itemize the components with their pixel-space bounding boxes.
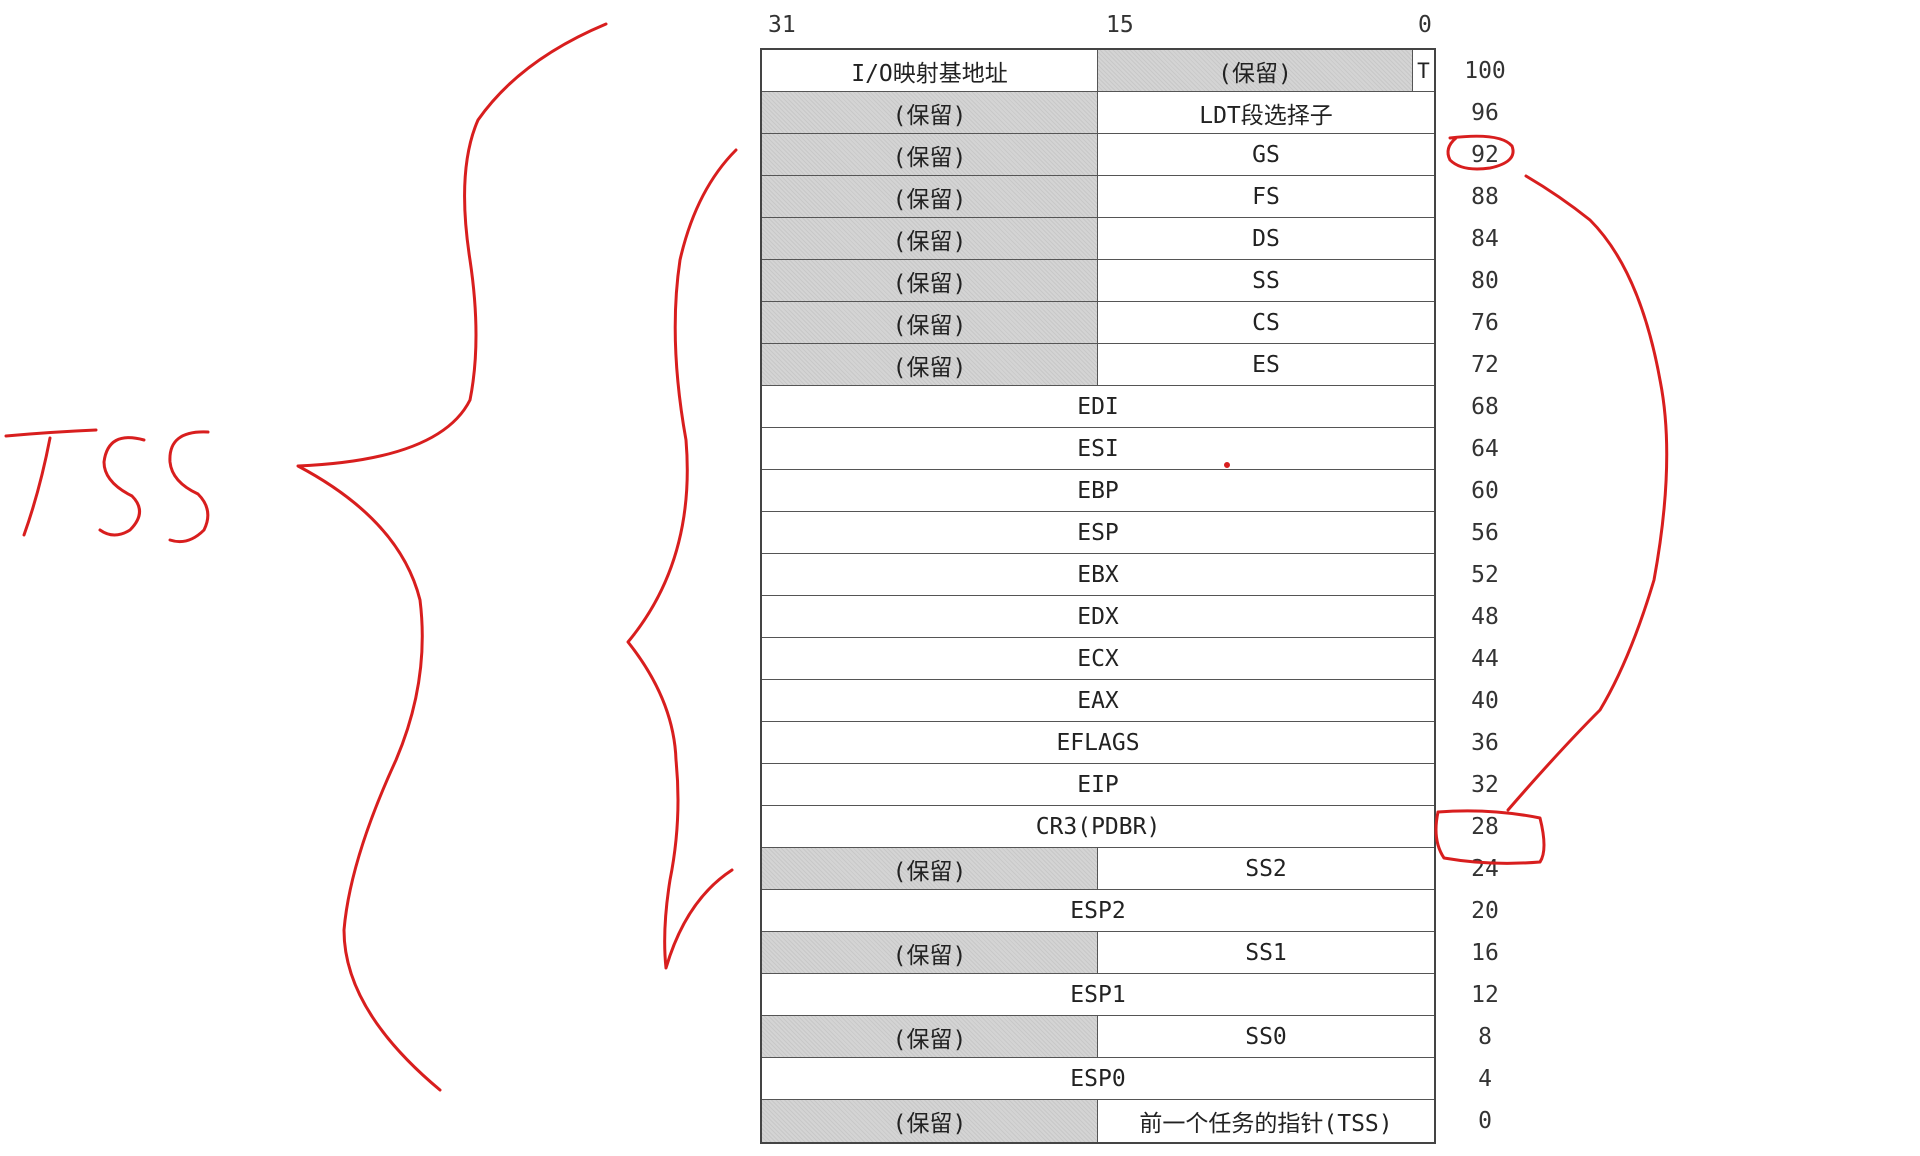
tss-row-offset-64: ESI [762,428,1434,470]
offset-label: 76 [1471,310,1499,336]
field-cs: CS [1252,309,1280,336]
offset-label: 0 [1478,1108,1492,1134]
tss-row-offset-68: EDI [762,386,1434,428]
field-esp1: ESP1 [1070,981,1126,1008]
tss-row-offset-8: (保留) SS0 [762,1016,1434,1058]
reserved-field: (保留) [762,92,1098,133]
offset-label: 20 [1471,898,1499,924]
reserved-field: (保留) [762,302,1098,343]
field-esp2: ESP2 [1070,897,1126,924]
offset-label: 28 [1471,814,1499,840]
bit-label-15: 15 [1106,12,1134,38]
tss-row-offset-36: EFLAGS [762,722,1434,764]
field-ecx: ECX [1077,645,1119,672]
offset-label: 92 [1471,142,1499,168]
field--tss-: 前一个任务的指针(TSS) [1139,1111,1393,1137]
tss-row-offset-0: (保留) 前一个任务的指针(TSS) [762,1100,1434,1142]
reserved-field: (保留) [762,848,1098,889]
offset-label: 32 [1471,772,1499,798]
offset-label: 52 [1471,562,1499,588]
field-edx: EDX [1077,603,1119,630]
tss-row-offset-100: I/O映射基地址(保留)T [762,50,1434,92]
offset-label: 68 [1471,394,1499,420]
reserved-field: (保留) [762,1100,1098,1142]
field-eip: EIP [1077,771,1119,798]
offset-label: 88 [1471,184,1499,210]
field-esp0: ESP0 [1070,1065,1126,1092]
inner-brace [626,148,738,970]
field-fs: FS [1252,183,1280,210]
reserved-field: (保留) [762,134,1098,175]
tss-row-offset-92: (保留) GS [762,134,1434,176]
offset-label: 36 [1471,730,1499,756]
offset-label: 48 [1471,604,1499,630]
offset-label: 8 [1478,1024,1492,1050]
tss-row-offset-60: EBP [762,470,1434,512]
offset-label: 80 [1471,268,1499,294]
offset-label: 24 [1471,856,1499,882]
offset-label: 16 [1471,940,1499,966]
offset-label: 100 [1464,58,1506,84]
offset-label: 40 [1471,688,1499,714]
field-es: ES [1252,351,1280,378]
tss-row-offset-48: EDX [762,596,1434,638]
offset-label: 72 [1471,352,1499,378]
offset-label: 84 [1471,226,1499,252]
reserved-field: (保留) [762,1016,1098,1057]
reserved-field: (保留) [762,176,1098,217]
reserved-field: (保留) [762,218,1098,259]
offset-label: 60 [1471,478,1499,504]
field-io-map-base: I/O映射基地址 [762,50,1098,91]
field-gs: GS [1252,141,1280,168]
tss-row-offset-32: EIP [762,764,1434,806]
field-eflags: EFLAGS [1056,729,1140,756]
tss-row-offset-28: CR3(PDBR) [762,806,1434,848]
debug-trap-flag: T [1412,50,1434,91]
offset-label: 4 [1478,1066,1492,1092]
field-ebx: EBX [1077,561,1119,588]
offset-label: 64 [1471,436,1499,462]
tss-row-offset-76: (保留) CS [762,302,1434,344]
tss-row-offset-84: (保留) DS [762,218,1434,260]
offset-label: 12 [1471,982,1499,1008]
offset-label: 56 [1471,520,1499,546]
field-ss2: SS2 [1245,855,1287,882]
tss-row-offset-12: ESP1 [762,974,1434,1016]
offset-label: 44 [1471,646,1499,672]
tss-row-offset-24: (保留) SS2 [762,848,1434,890]
reserved-field: (保留) [1098,50,1412,91]
handwritten-tss-label [4,428,210,544]
tss-row-offset-56: ESP [762,512,1434,554]
tss-row-offset-4: ESP0 [762,1058,1434,1100]
field-esp: ESP [1077,519,1119,546]
field-esi: ESI [1077,435,1119,462]
field-ss: SS [1252,267,1280,294]
field-ds: DS [1252,225,1280,252]
bit-label-0: 0 [1418,12,1432,38]
reserved-field: (保留) [762,932,1098,973]
tss-row-offset-72: (保留) ES [762,344,1434,386]
tss-row-offset-52: EBX [762,554,1434,596]
tss-row-offset-16: (保留) SS1 [762,932,1434,974]
field-ebp: EBP [1077,477,1119,504]
offset-label: 96 [1471,100,1499,126]
tss-structure-table: I/O映射基地址(保留)T(保留)LDT段选择子(保留)GS(保留)FS(保留)… [760,48,1436,1144]
tss-row-offset-88: (保留) FS [762,176,1434,218]
field-cr3-pdbr-: CR3(PDBR) [1035,813,1161,840]
field-eax: EAX [1077,687,1119,714]
tss-row-offset-80: (保留) SS [762,260,1434,302]
field-ss0: SS0 [1245,1023,1287,1050]
reserved-field: (保留) [762,260,1098,301]
field-ldt-: LDT段选择子 [1199,102,1333,129]
tss-row-offset-40: EAX [762,680,1434,722]
tss-row-offset-96: (保留) LDT段选择子 [762,92,1434,134]
field-ss1: SS1 [1245,939,1287,966]
field-edi: EDI [1077,393,1119,420]
tss-row-offset-44: ECX [762,638,1434,680]
tss-row-offset-20: ESP2 [762,890,1434,932]
bit-label-31: 31 [768,12,796,38]
reserved-field: (保留) [762,344,1098,385]
outer-brace [296,22,608,1092]
